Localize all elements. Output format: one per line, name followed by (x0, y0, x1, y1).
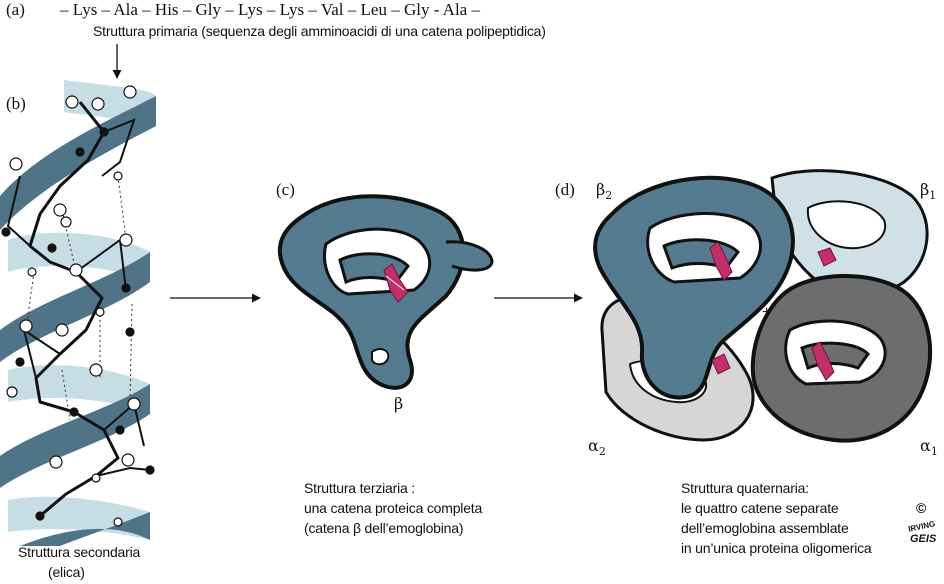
artist-signature-line2: GEIS (910, 533, 937, 545)
label-d: (d) (555, 180, 575, 199)
alpha-helix-ribbon (0, 80, 156, 546)
beta2-label: β2 (596, 180, 613, 203)
artist-signature-line1: IRVING (907, 519, 937, 534)
tertiary-caption-line3: (catena β dell’emoglobina) (304, 520, 464, 536)
quaternary-caption-line3: dell’emoglobina assemblate (681, 520, 849, 536)
quaternary-caption-line2: le quattro catene separate (681, 500, 839, 516)
quaternary-caption-line4: in un’unica proteina oligomerica (681, 540, 872, 556)
heme-beta1 (817, 247, 837, 267)
beta1-label: β1 (920, 180, 937, 203)
beta1-subunit (770, 169, 929, 296)
alpha2-label: α2 (588, 436, 606, 459)
alpha1-label: α1 (920, 436, 938, 459)
beta2-subunit (593, 175, 795, 400)
heme-beta2 (709, 241, 733, 281)
alpha1-subunit (750, 274, 932, 443)
copyright-mark: © (916, 500, 927, 516)
alpha2-subunit (600, 294, 755, 442)
label-a: (a) (6, 0, 25, 19)
center-plus-mark: + (762, 304, 772, 321)
primary-structure-caption: Struttura primaria (sequenza degli ammin… (93, 23, 546, 39)
tertiary-caption-line1: Struttura terziaria : (304, 480, 415, 496)
tertiary-beta-chain (277, 194, 494, 390)
tertiary-caption-line2: una catena proteica completa (304, 500, 483, 516)
amino-acid-sequence: – Lys – Ala – His – Gly – Lys – Lys – Va… (60, 0, 480, 19)
secondary-caption-line2: (elica) (48, 564, 85, 580)
heme-alpha2 (711, 353, 731, 375)
label-c: (c) (276, 180, 295, 199)
secondary-caption-line1: Struttura secondaria (18, 544, 141, 560)
label-b: (b) (6, 94, 26, 113)
tertiary-beta-label: β (394, 394, 404, 413)
heme-alpha1 (811, 341, 835, 381)
quaternary-caption-line1: Struttura quaternaria: (681, 480, 809, 496)
